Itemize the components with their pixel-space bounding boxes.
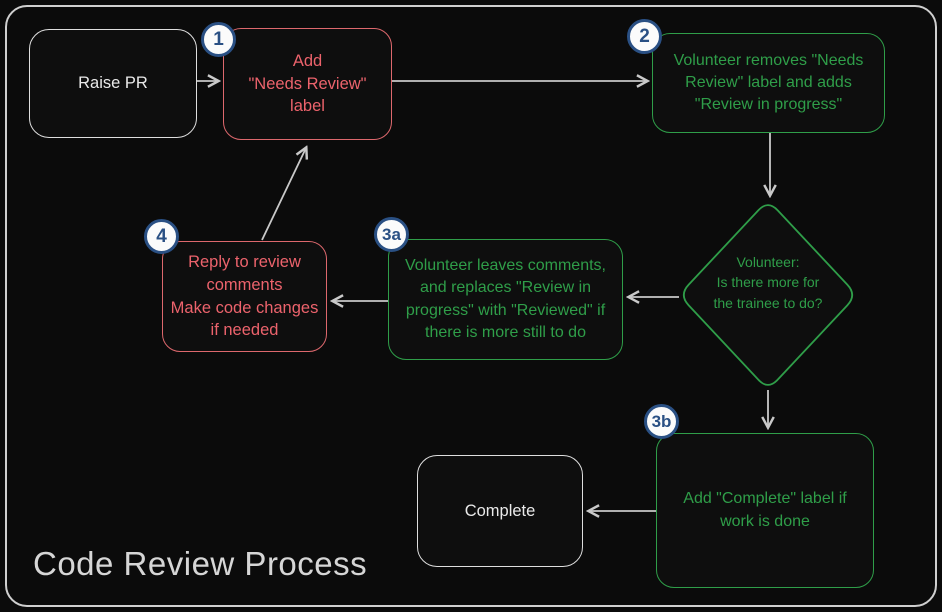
node-complete-label: Complete xyxy=(464,501,536,520)
node-complete: Complete xyxy=(417,455,583,567)
node-reply-to-review: Reply to review comments Make code chang… xyxy=(162,241,327,352)
step-badge-4: 4 xyxy=(144,219,179,254)
node-add-needs-review-label: Add "Needs Review" label xyxy=(223,28,392,140)
arrow-reply-to-needsreview xyxy=(261,148,306,241)
node-volunteer-removes-text: Volunteer removes "Needs Review" label a… xyxy=(673,51,864,114)
step-badge-3b: 3b xyxy=(644,404,679,439)
node-volunteer-removes-label: Volunteer removes "Needs Review" label a… xyxy=(652,33,885,133)
step-badge-2: 2 xyxy=(627,19,662,54)
node-volunteer-leaves-comments-text: Volunteer leaves comments, and replaces … xyxy=(405,257,606,341)
node-raise-pr-label: Raise PR xyxy=(78,74,148,93)
node-raise-pr: Raise PR xyxy=(29,29,197,138)
node-add-needs-review-text: Add "Needs Review" label xyxy=(248,51,367,116)
node-add-complete-label: Add "Complete" label if work is done xyxy=(656,433,874,588)
node-add-complete-text: Add "Complete" label if work is done xyxy=(683,490,847,530)
step-badge-3a: 3a xyxy=(374,217,409,252)
node-decision-question: Volunteer: Is there more for the trainee… xyxy=(713,254,823,311)
step-badge-1: 1 xyxy=(201,22,236,57)
diagram-title: Code Review Process xyxy=(33,545,368,582)
node-reply-to-review-text: Reply to review comments Make code chang… xyxy=(170,252,319,340)
node-volunteer-leaves-comments: Volunteer leaves comments, and replaces … xyxy=(388,239,623,360)
decision-diamond-outline xyxy=(682,204,854,386)
